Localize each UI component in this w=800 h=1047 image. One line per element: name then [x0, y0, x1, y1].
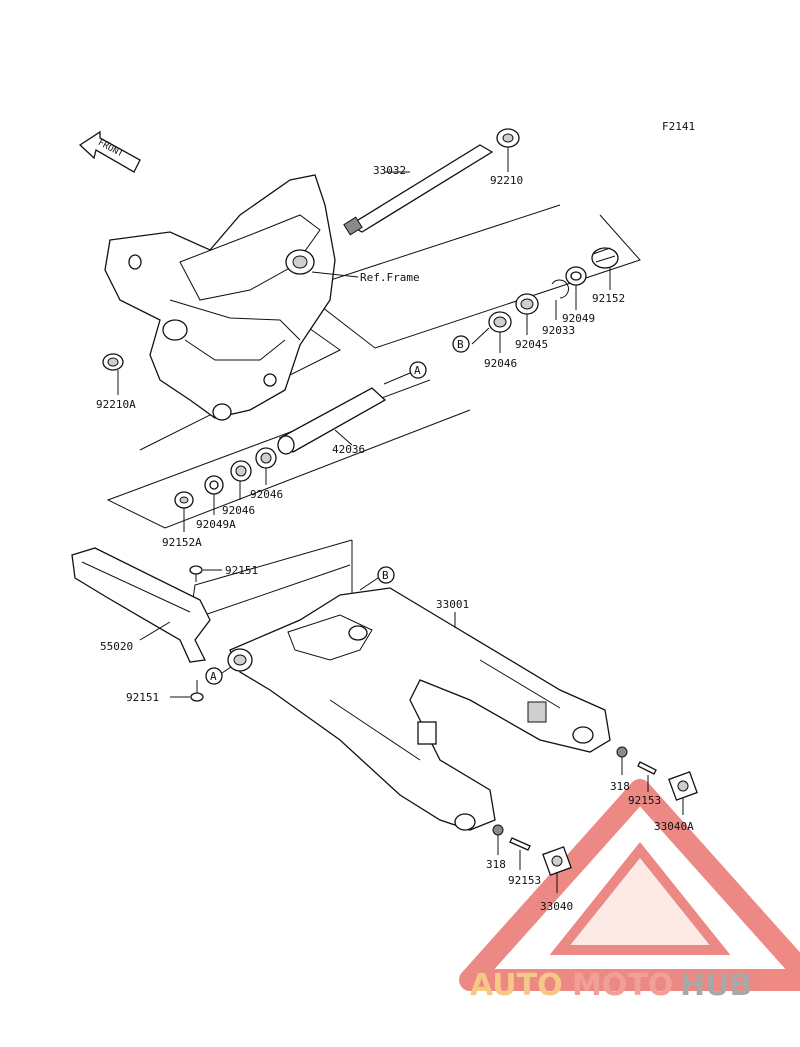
watermark-moto: MOTO: [572, 968, 673, 1003]
callout-b-top: B: [452, 335, 470, 353]
label-92210A: 92210A: [96, 398, 136, 411]
bearing-92045: [515, 293, 539, 335]
label-92153-right: 92153: [628, 794, 661, 807]
callout-a-mid-label: A: [414, 364, 421, 377]
front-arrow-icon: FRONT: [78, 130, 141, 173]
label-55020: 55020: [100, 640, 133, 653]
bearing-92046-mid1: [255, 447, 277, 485]
screw-92151-bottom: [170, 680, 204, 702]
label-92152: 92152: [592, 292, 625, 305]
screw-92151-top: [189, 565, 222, 582]
nut-318-right: [616, 746, 628, 775]
nut-318-left: [492, 824, 504, 855]
swingarm-33001: [227, 587, 611, 831]
diagram-code: F2141: [662, 120, 695, 133]
chain-guide-55020: [71, 547, 211, 663]
bolt-92153-left: [509, 837, 531, 870]
callout-b-bottom-label: B: [382, 569, 389, 582]
label-33040A: 33040A: [654, 820, 694, 833]
frame-reference: [104, 174, 359, 421]
circlip-92033: [551, 279, 569, 320]
adjuster-33040: [542, 846, 572, 893]
collar-92152A: [174, 491, 194, 532]
callout-b-top-label: B: [457, 338, 464, 351]
seal-92049A: [204, 475, 224, 515]
watermark-hub: HUB: [680, 968, 752, 1003]
label-33032: 33032: [373, 164, 406, 177]
label-92049: 92049: [562, 312, 595, 325]
callout-b-bottom: B: [359, 566, 395, 591]
label-42036: 42036: [332, 443, 365, 456]
watermark-auto: AUTO: [470, 968, 563, 1003]
nut-92210: [496, 128, 520, 172]
label-92046-mid1: 92046: [250, 488, 283, 501]
label-92046-mid2: 92046: [222, 504, 255, 517]
label-92152A: 92152A: [162, 536, 202, 549]
label-33001: 33001: [436, 598, 469, 611]
ref-frame-label: Ref.Frame: [360, 271, 420, 284]
callout-a-mid: A: [383, 361, 427, 385]
label-33040: 33040: [540, 900, 573, 913]
label-92210: 92210: [490, 174, 523, 187]
label-92049A: 92049A: [196, 518, 236, 531]
nut-92210A: [102, 353, 124, 395]
label-92153-left: 92153: [508, 874, 541, 887]
collar-92152: [591, 247, 619, 290]
bearing-92046-mid2: [230, 460, 252, 500]
bolt-92153-right: [637, 761, 657, 792]
seal-92049: [565, 266, 587, 310]
sleeve-42036: [277, 387, 387, 455]
label-92151-bottom: 92151: [126, 691, 159, 704]
bearing-92046-top: [471, 311, 512, 353]
adjuster-33040A: [668, 771, 698, 815]
callout-a-bottom: A: [205, 664, 235, 685]
callout-a-bottom-label: A: [210, 670, 217, 683]
label-92045: 92045: [515, 338, 548, 351]
label-318-right: 318: [610, 780, 630, 793]
label-318-left: 318: [486, 858, 506, 871]
label-92151-top: 92151: [225, 564, 258, 577]
label-92033: 92033: [542, 324, 575, 337]
watermark-logo: AUTO MOTO HUB: [459, 779, 800, 1003]
pivot-shaft-33032: [343, 144, 494, 236]
label-92046-top: 92046: [484, 357, 517, 370]
